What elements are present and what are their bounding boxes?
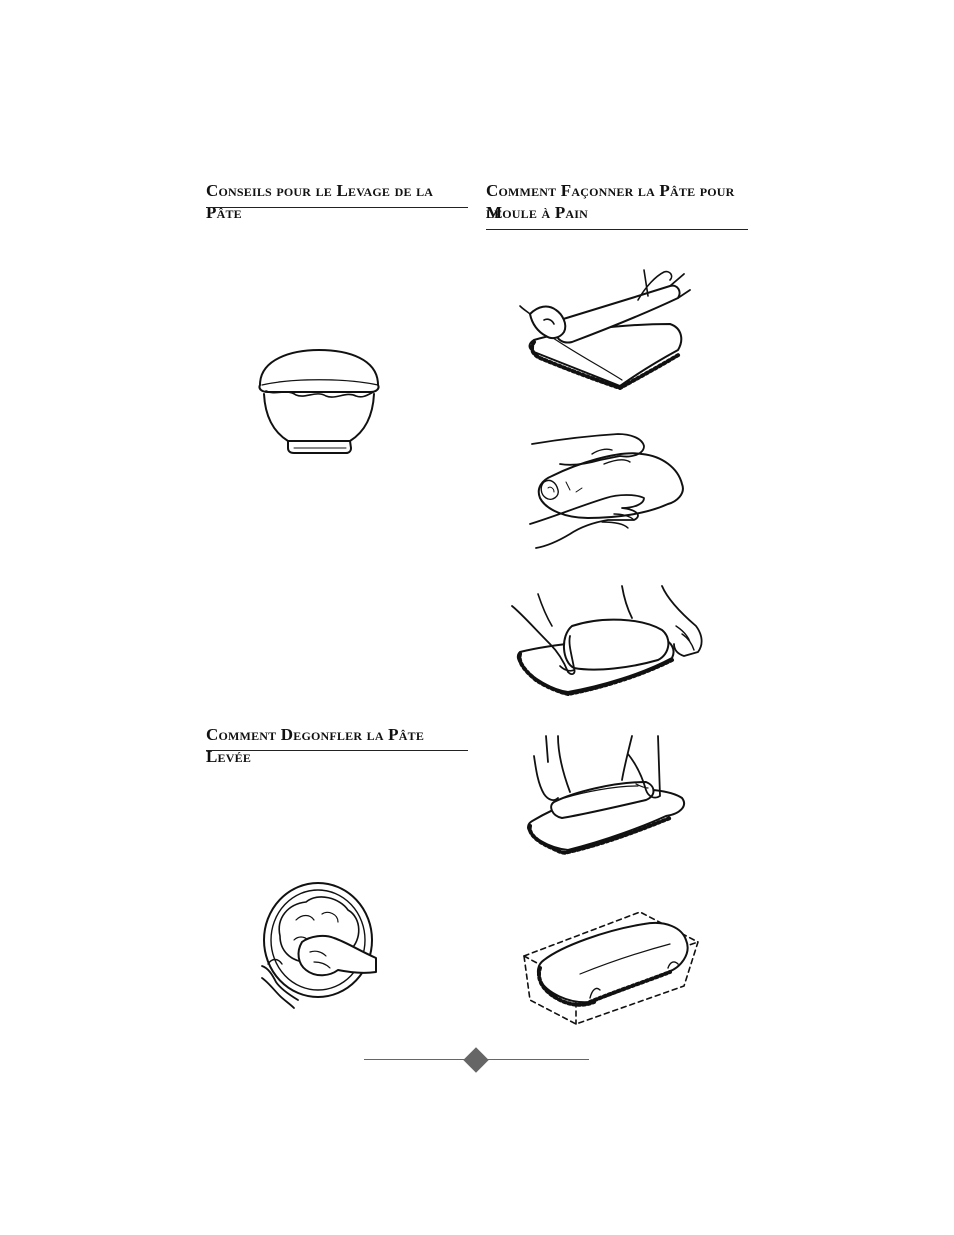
pinching-seam-icon (524, 735, 686, 856)
dough-in-pan-icon (520, 910, 700, 1026)
footer-diamond-icon (463, 1047, 489, 1073)
heading-rule-shaping (486, 229, 748, 230)
hands-rolling-log-icon (511, 585, 708, 700)
heading-shaping-line1: Comment Façonner la Pâte pour le (486, 181, 735, 222)
heading-dough-rising: Conseils pour le Levage de la Pâte (206, 181, 434, 222)
heading-rule-deflate (206, 750, 468, 751)
heading-deflate-dough: Comment Degonfler la Pâte Levée (206, 725, 425, 766)
hands-bowl-icon (258, 878, 382, 1010)
heading-rule-rising (206, 207, 468, 208)
covered-bowl-icon (252, 345, 386, 457)
heading-shaping-line2: Moule à Pain (486, 203, 589, 222)
rolling-pin-icon (519, 266, 691, 392)
hands-folding-icon (526, 430, 686, 549)
